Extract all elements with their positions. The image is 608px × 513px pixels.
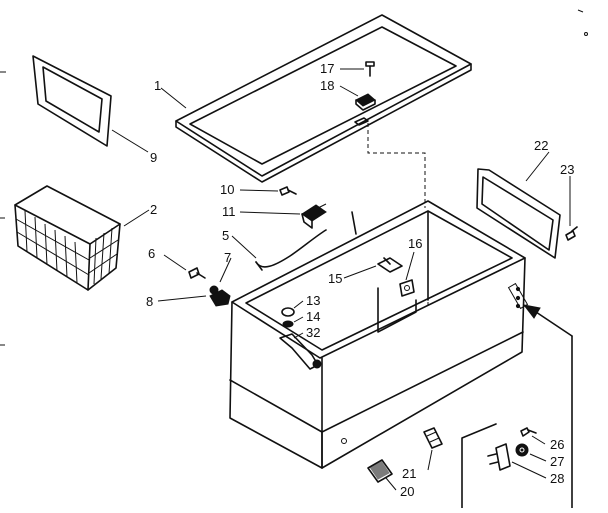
- wire-basket: [14, 185, 121, 291]
- latch-bracket: [301, 203, 327, 229]
- lamp-bracket: [377, 257, 403, 273]
- callout-2: 2: [150, 202, 157, 217]
- leader-lines: [111, 68, 571, 491]
- lid-hinge-hardware: [354, 61, 376, 126]
- thermostat-wire-end: [255, 261, 263, 271]
- callout-21: 21: [402, 466, 416, 481]
- callout-11: 11: [222, 204, 236, 219]
- panel-screw: [565, 226, 578, 241]
- drain-plate: [367, 459, 393, 483]
- gasket-panel: [32, 55, 112, 147]
- inner-bracket: [399, 279, 415, 297]
- callout-17: 17: [320, 61, 334, 76]
- callout-26: 26: [550, 437, 564, 452]
- control-knob: [209, 285, 231, 307]
- access-panel-gasket: [476, 168, 561, 259]
- callout-13: 13: [306, 293, 320, 308]
- callout-22: 22: [534, 138, 548, 153]
- callout-23: 23: [560, 162, 574, 177]
- callout-labels: 1 2 5 6 7 8 9 10 11 13 14 15 16 17 18 20…: [146, 61, 574, 499]
- callout-6: 6: [148, 246, 155, 261]
- callout-14: 14: [306, 309, 320, 324]
- detail-reference-bracket: [461, 304, 573, 509]
- thermostat-wire: [255, 229, 327, 268]
- callout-10: 10: [220, 182, 234, 197]
- screw-10: [279, 186, 297, 196]
- callout-7: 7: [224, 250, 231, 265]
- pin: [351, 211, 357, 235]
- freezer-cabinet: [229, 200, 529, 469]
- callout-8: 8: [146, 294, 153, 309]
- drain-plug: [423, 427, 443, 449]
- callout-28: 28: [550, 471, 564, 486]
- callout-1: 1: [154, 78, 161, 93]
- callout-32: 32: [306, 325, 320, 340]
- callout-9: 9: [150, 150, 157, 165]
- callout-20: 20: [400, 484, 414, 499]
- callout-15: 15: [328, 271, 342, 286]
- hinge-hardware: [487, 427, 537, 471]
- callout-5: 5: [222, 228, 229, 243]
- alignment-guide: [367, 123, 426, 208]
- screw-6: [188, 267, 206, 279]
- callout-27: 27: [550, 454, 564, 469]
- thermostat-stack: [279, 307, 322, 370]
- callout-18: 18: [320, 78, 334, 93]
- lid-frame: [175, 14, 472, 183]
- callout-16: 16: [408, 236, 422, 251]
- scan-marks: [0, 9, 588, 346]
